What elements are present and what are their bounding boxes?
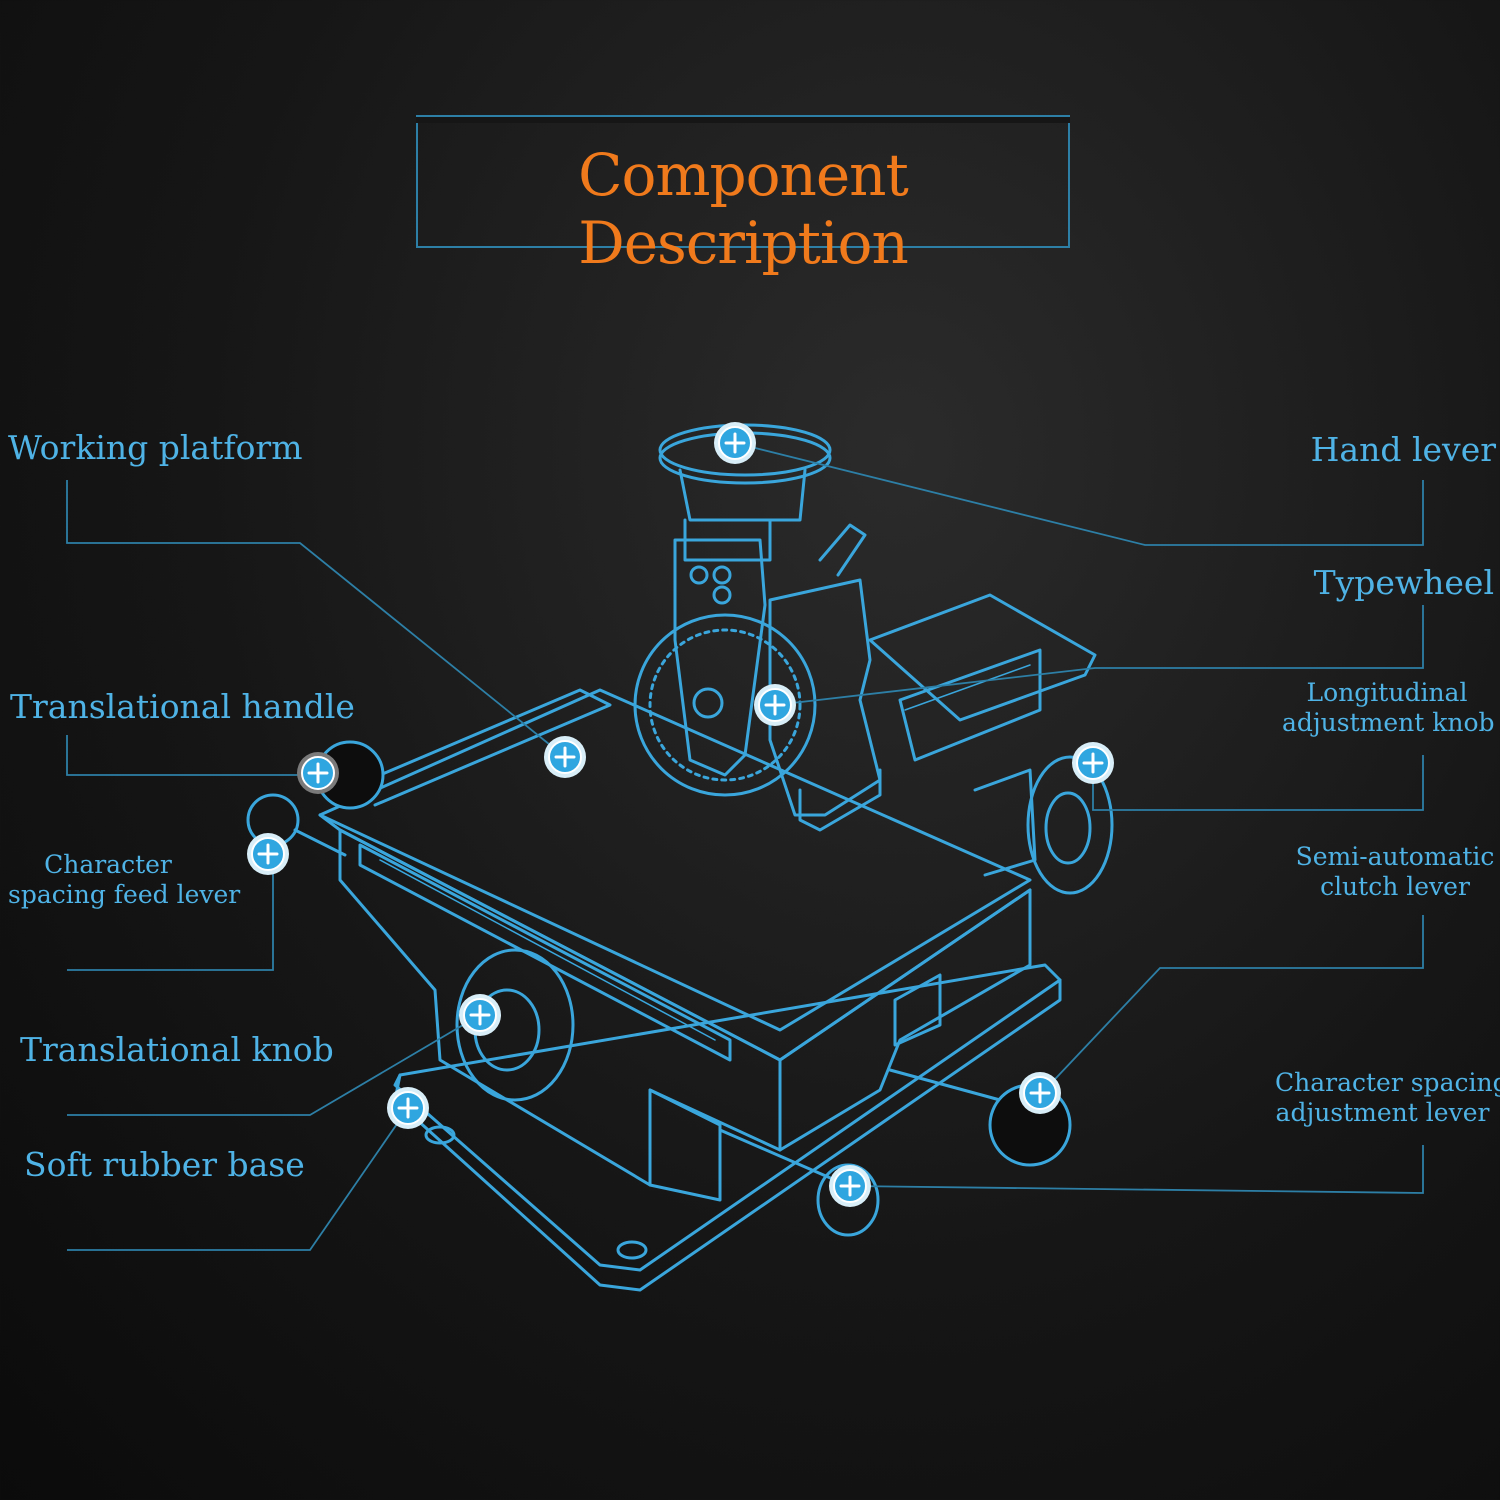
hotspot-hand-lever[interactable] [714,422,756,464]
hotspot-working-platform[interactable] [544,736,586,778]
label-working-platform: Working platform [8,428,303,467]
page-title: Component Description [578,141,909,277]
hotspot-character-spacing-adjustment-lever[interactable] [829,1165,871,1207]
label-typewheel: Typewheel [1313,563,1494,602]
hotspot-character-spacing-feed-lever[interactable] [247,833,289,875]
label-line: Longitudinal [1306,678,1468,707]
label-line: adjustment lever [1275,1098,1490,1127]
hotspot-translational-handle[interactable] [297,752,339,794]
hotspot-semi-automatic-clutch-lever[interactable] [1019,1072,1061,1114]
label-line: clutch lever [1320,872,1470,901]
label-translational-handle: Translational handle [10,687,355,726]
label-character-spacing-adjustment-lever: Character spacing adjustment lever [1275,1068,1500,1128]
hotspot-soft-rubber-base[interactable] [387,1087,429,1129]
label-line: spacing feed lever [8,880,241,909]
hotspot-longitudinal-adjustment-knob[interactable] [1072,742,1114,784]
title-frame: Component Description [416,115,1070,277]
label-longitudinal-adjustment-knob: Longitudinal adjustment knob [1282,678,1495,738]
label-translational-knob: Translational knob [20,1030,334,1069]
label-line: Semi-automatic [1295,842,1495,871]
label-line: Character spacing [1275,1068,1500,1097]
label-soft-rubber-base: Soft rubber base [24,1145,305,1184]
label-semi-automatic-clutch-lever: Semi-automatic clutch lever [1290,842,1500,902]
label-line: Character [44,850,172,879]
label-line: adjustment knob [1282,708,1495,737]
label-character-spacing-feed-lever: Character spacing feed lever [8,850,241,910]
label-hand-lever: Hand lever [1310,430,1496,469]
hotspot-typewheel[interactable] [754,684,796,726]
hotspot-translational-knob[interactable] [459,994,501,1036]
